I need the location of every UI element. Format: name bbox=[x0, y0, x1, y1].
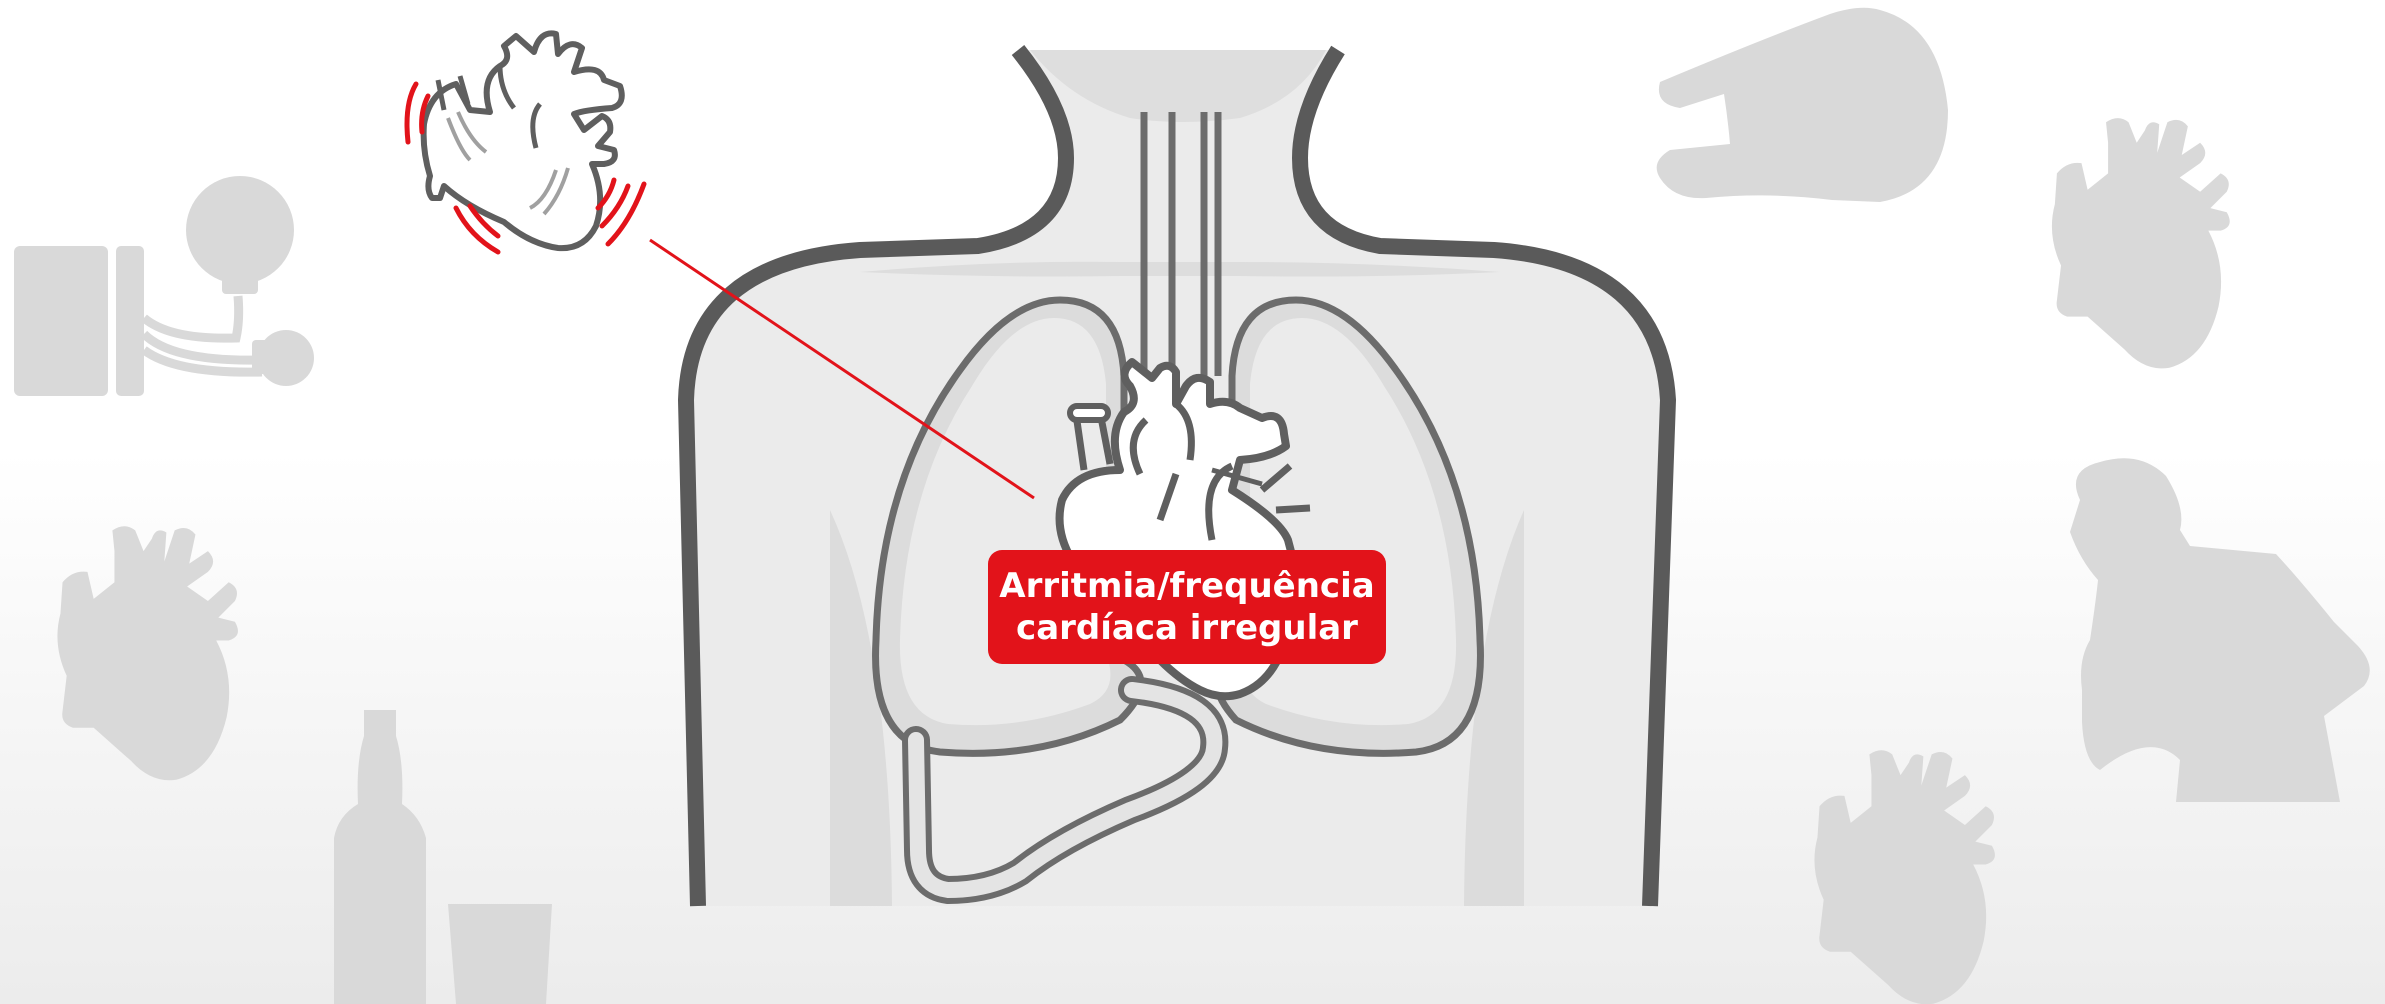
glass-icon bbox=[448, 904, 552, 1004]
label-line-2: cardíaca irregular bbox=[1016, 608, 1358, 648]
arrhythmia-label: Arritmia/frequência cardíaca irregular bbox=[988, 550, 1386, 664]
label-line-1: Arritmia/frequência bbox=[999, 566, 1374, 606]
